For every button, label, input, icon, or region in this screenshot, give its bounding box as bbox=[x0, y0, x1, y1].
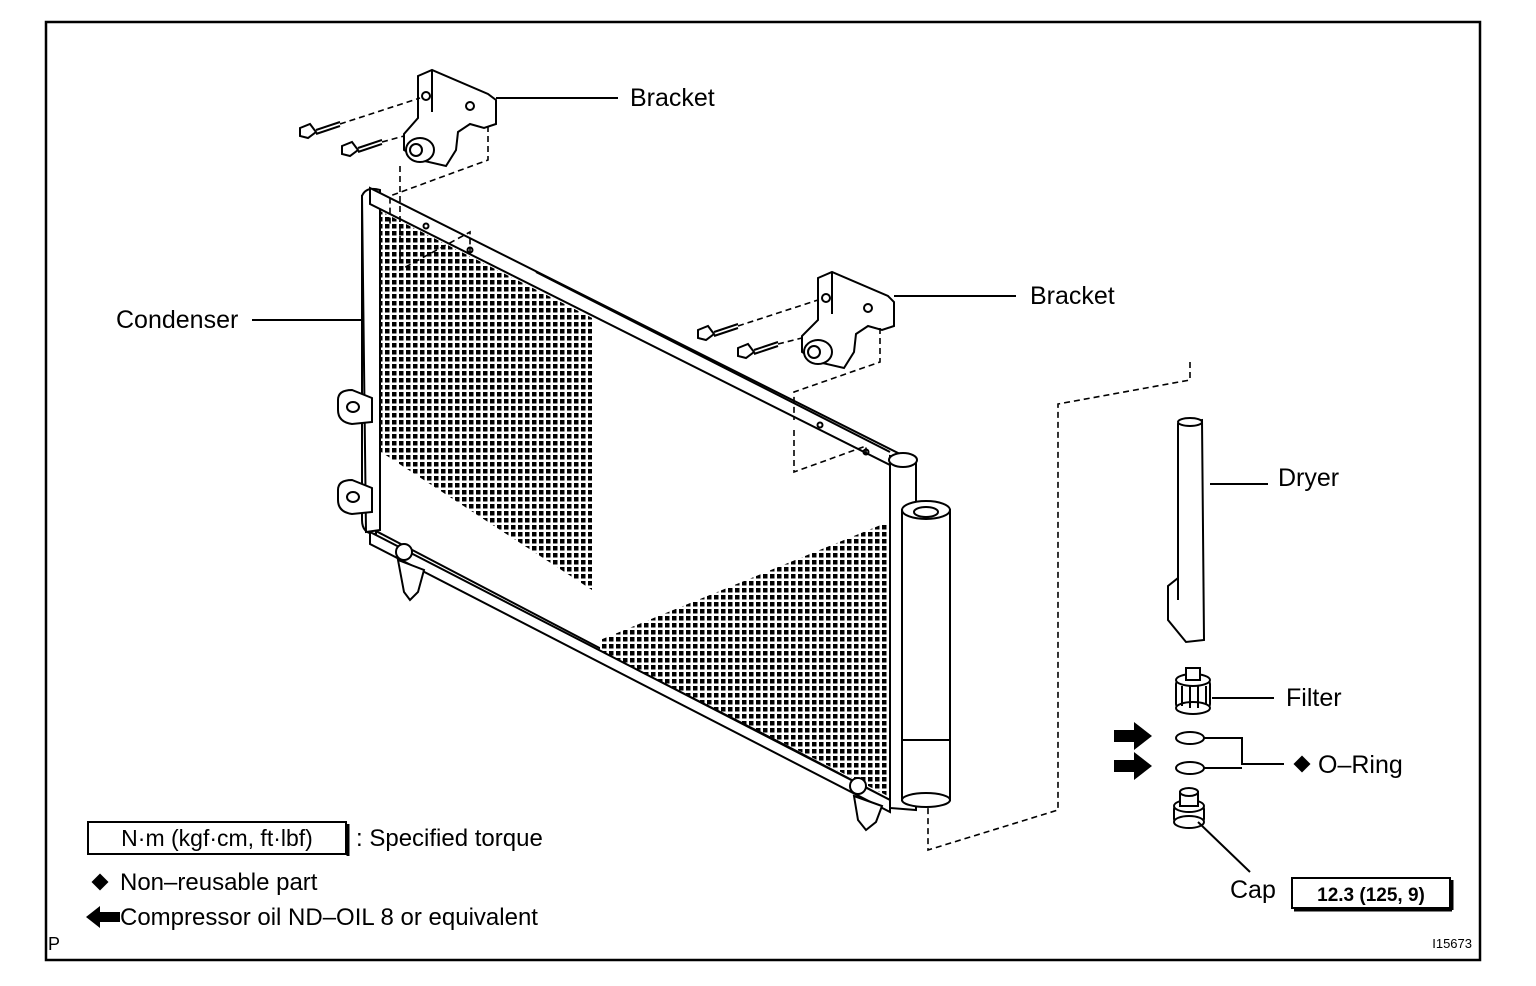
o-ring-parts bbox=[1175, 731, 1205, 775]
label-bracket-top: Bracket bbox=[630, 84, 715, 112]
label-bracket-mid: Bracket bbox=[1030, 282, 1115, 310]
label-filter: Filter bbox=[1286, 684, 1342, 712]
legend: N·m (kgf·cm, ft·lbf) : Specified torque … bbox=[86, 821, 543, 931]
non-reusable-diamond-icon bbox=[1293, 755, 1311, 773]
bracket-top-dashes bbox=[339, 97, 489, 272]
diagram-frame bbox=[44, 20, 1482, 962]
legend-oil: Compressor oil ND–OIL 8 or equivalent bbox=[120, 904, 538, 931]
legend-torque-desc: : Specified torque bbox=[356, 825, 543, 852]
bracket-top-part bbox=[299, 68, 497, 168]
bracket-mid-dashes bbox=[737, 299, 881, 474]
dryer-dashes bbox=[927, 362, 1191, 852]
label-o-ring: O–Ring bbox=[1318, 751, 1403, 779]
dryer-part bbox=[1167, 417, 1206, 644]
bracket-mid-part bbox=[697, 270, 895, 370]
legend-torque-unit: N·m (kgf·cm, ft·lbf) bbox=[121, 825, 313, 851]
cap-part bbox=[1173, 787, 1205, 829]
label-dryer: Dryer bbox=[1278, 464, 1339, 492]
legend-non-reusable: Non–reusable part bbox=[120, 869, 318, 896]
cap-torque-value: 12.3 (125, 9) bbox=[1317, 885, 1425, 906]
corner-left-mark: P bbox=[48, 934, 60, 954]
figure-id: I15673 bbox=[1432, 936, 1472, 951]
oil-arrow-icon bbox=[1114, 722, 1152, 780]
label-cap: Cap bbox=[1230, 876, 1276, 904]
legend-diamond-icon bbox=[91, 873, 109, 891]
legend-oil-arrow-icon bbox=[86, 906, 120, 928]
cap-torque-box: 12.3 (125, 9) bbox=[1291, 877, 1454, 912]
leader-lines bbox=[252, 97, 1284, 873]
filter-part bbox=[1175, 667, 1211, 715]
condenser-part bbox=[337, 186, 951, 832]
label-condenser: Condenser bbox=[116, 306, 238, 334]
